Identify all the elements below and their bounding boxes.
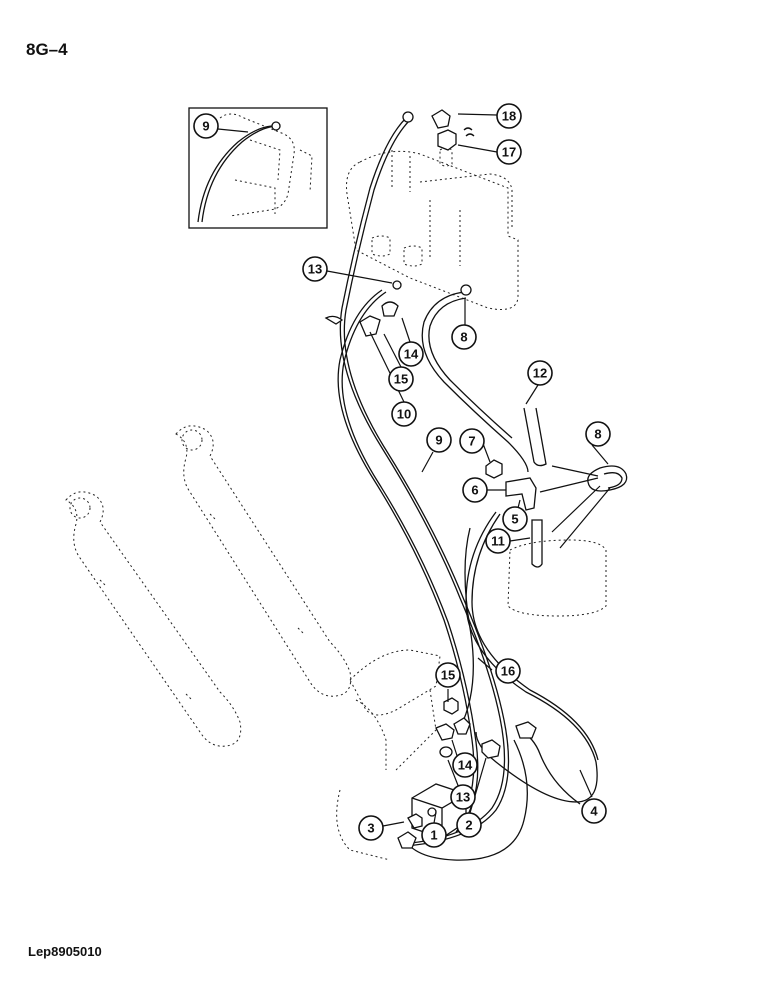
svg-text:11: 11	[491, 534, 505, 549]
inset-frame	[188, 107, 328, 229]
control-valve-block	[346, 147, 519, 310]
svg-text:5: 5	[511, 512, 518, 527]
callout-4: 4	[581, 798, 607, 824]
svg-text:15: 15	[394, 372, 408, 387]
figure-reference-code: Lep8905010	[28, 944, 102, 959]
callout-8-clamp: 8	[585, 421, 611, 447]
callout-14-top: 14	[398, 341, 424, 367]
hydraulic-hoses	[337, 111, 599, 861]
callout-9-inset: 9	[193, 113, 219, 139]
svg-text:18: 18	[502, 109, 516, 124]
base-block	[336, 649, 441, 861]
svg-text:13: 13	[308, 262, 322, 277]
callout-5: 5	[502, 506, 528, 532]
svg-text:13: 13	[456, 790, 470, 805]
svg-text:4: 4	[590, 804, 598, 819]
callout-8-top: 8	[451, 324, 477, 350]
callout-11: 11	[485, 528, 511, 554]
fitting-18	[431, 109, 451, 129]
svg-text:9: 9	[202, 119, 209, 134]
svg-text:6: 6	[471, 483, 478, 498]
svg-text:14: 14	[458, 758, 473, 773]
callout-18: 18	[496, 103, 522, 129]
tee-assembly	[485, 459, 628, 617]
bottom-fittings	[397, 697, 537, 849]
callout-15-top: 15	[388, 366, 414, 392]
callout-15-bottom: 15	[435, 662, 461, 688]
svg-text:17: 17	[502, 145, 516, 160]
svg-text:1: 1	[430, 828, 437, 843]
svg-text:9: 9	[435, 433, 442, 448]
svg-text:8: 8	[460, 330, 467, 345]
svg-text:16: 16	[501, 664, 515, 679]
callout-1: 1	[421, 822, 447, 848]
inset-detail	[188, 107, 328, 229]
svg-text:10: 10	[397, 407, 411, 422]
callout-6: 6	[462, 477, 488, 503]
svg-text:2: 2	[465, 818, 472, 833]
callout-13-bottom: 13	[450, 784, 476, 810]
svg-text:7: 7	[468, 434, 475, 449]
upper-fittings	[324, 280, 472, 337]
svg-text:3: 3	[367, 821, 374, 836]
callout-9-mid: 9	[426, 427, 452, 453]
boom-cylinders	[65, 425, 352, 747]
svg-text:8: 8	[594, 427, 601, 442]
callout-14-bottom: 14	[452, 752, 478, 778]
page-section-code: 8G–4	[26, 40, 68, 59]
fitting-17	[437, 127, 475, 151]
callout-12: 12	[527, 360, 553, 386]
svg-text:15: 15	[441, 668, 455, 683]
callout-13-top: 13	[302, 256, 328, 282]
callout-3: 3	[358, 815, 384, 841]
callout-2: 2	[456, 812, 482, 838]
leader-lines	[217, 113, 611, 827]
svg-text:14: 14	[404, 347, 419, 362]
callout-16: 16	[495, 658, 521, 684]
svg-text:12: 12	[533, 366, 547, 381]
callout-17: 17	[496, 139, 522, 165]
callout-7: 7	[459, 428, 485, 454]
callout-10: 10	[391, 401, 417, 427]
